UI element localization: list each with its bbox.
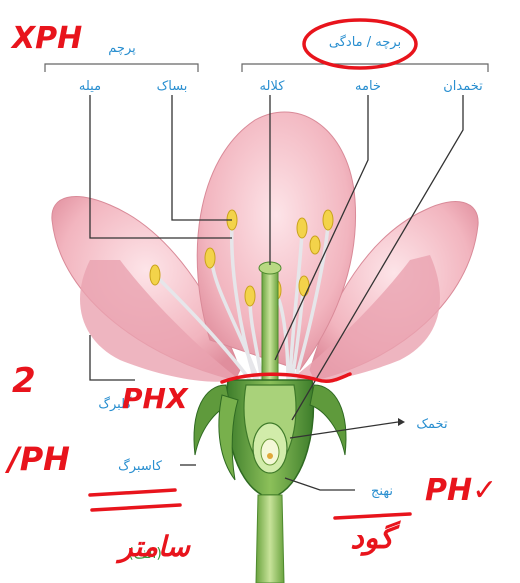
annotation-bottom-left: سامتر bbox=[115, 530, 191, 564]
label-filament: میله bbox=[79, 79, 101, 94]
receptacle bbox=[227, 380, 314, 583]
label-receptacle: نهنج bbox=[371, 484, 393, 499]
label-style: خامه bbox=[355, 79, 381, 94]
label-ovule: تخمک bbox=[416, 417, 448, 432]
label-stamen: پرچم bbox=[108, 41, 136, 56]
annotation-left-number: 2 bbox=[12, 361, 36, 401]
annotation-top-left: XPH bbox=[10, 21, 82, 56]
label-stigma: کلاله bbox=[260, 79, 286, 94]
label-pistil: برچه / مادگی bbox=[329, 34, 401, 50]
label-anther: بساک bbox=[157, 79, 188, 94]
underline-1 bbox=[90, 490, 175, 495]
underline-2 bbox=[92, 505, 180, 510]
annotation-left-mid: PHX bbox=[122, 382, 189, 415]
annotation-bottom-center: گود bbox=[350, 520, 401, 556]
label-sepal: کاسبرگ bbox=[118, 457, 163, 474]
annotation-right-lower: PH✓ bbox=[425, 473, 497, 508]
underline-3 bbox=[335, 514, 410, 518]
annotation-left-lower: /PH bbox=[4, 440, 70, 478]
label-ovary: تخمدان bbox=[443, 79, 483, 94]
brackets bbox=[45, 64, 488, 72]
